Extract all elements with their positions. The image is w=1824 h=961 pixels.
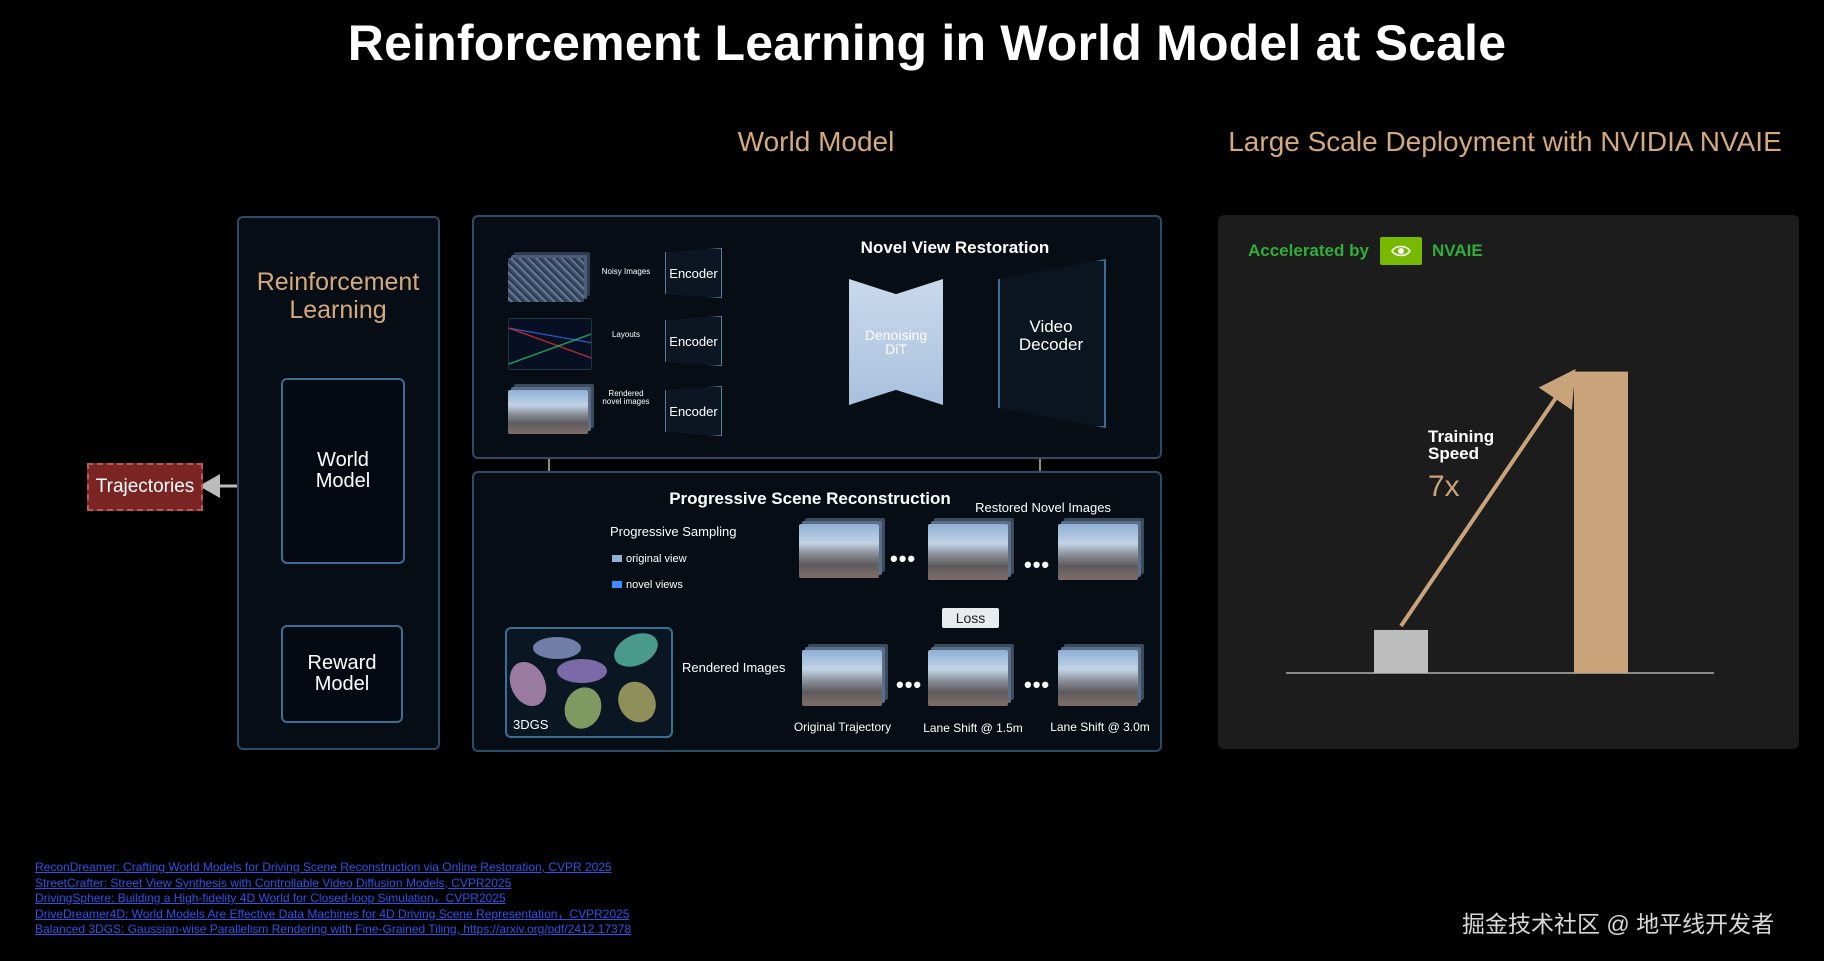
rendered-novel-thumb (508, 390, 588, 434)
caption-lane-shift-3-0m: Lane Shift @ 3.0m (1050, 720, 1150, 734)
training-speed-label: Training Speed (1428, 427, 1495, 463)
encoder-layouts: Encoder (665, 316, 722, 366)
gaussian-blob (557, 659, 607, 683)
nvidia-logo-icon (1380, 237, 1422, 265)
noisy-images-label: Noisy Images (601, 267, 651, 276)
reference-link[interactable]: DrivingSphere: Building a High-fidelity … (35, 891, 506, 905)
gaussian-splatting-box: 3DGS (505, 627, 673, 738)
reference-link[interactable]: DriveDreamer4D: World Models Are Effecti… (35, 906, 630, 921)
gaussian-blob (608, 629, 664, 674)
ellipsis: ••• (890, 546, 917, 571)
encoder-rendered: Encoder (665, 386, 722, 436)
gaussian-label: 3DGS (513, 717, 549, 732)
gaussian-blob (558, 682, 608, 734)
layouts-label: Layouts (611, 330, 641, 339)
ellipsis: ••• (896, 672, 923, 697)
rendered-image-1 (802, 650, 882, 706)
novel-views-icon (612, 581, 622, 588)
restored-image-2 (928, 524, 1008, 580)
references-list: ReconDreamer: Crafting World Models for … (35, 860, 631, 938)
trajectories-node: Trajectories (87, 463, 203, 511)
progressive-sampling-label: Progressive Sampling (610, 524, 737, 539)
reference-link[interactable]: ReconDreamer: Crafting World Models for … (35, 860, 612, 874)
ellipsis: ••• (1024, 672, 1051, 697)
reward-model-node: Reward Model (281, 625, 403, 723)
denoising-dit-block: Denoising DiT (849, 279, 943, 405)
original-view-icon (612, 555, 622, 562)
restored-image-1 (799, 524, 879, 578)
gaussian-blob (507, 655, 554, 713)
accelerated-by-label: Accelerated by (1248, 241, 1369, 260)
caption-lane-shift-1-5m: Lane Shift @ 1.5m (923, 721, 1023, 735)
loss-box: Loss (942, 608, 999, 628)
layouts-thumb (508, 318, 592, 370)
reference-link[interactable]: Balanced 3DGS: Gaussian-wise Parallelism… (35, 922, 632, 936)
psr-title: Progressive Scene Reconstruction (669, 489, 951, 508)
reference-link[interactable]: StreetCrafter: Street View Synthesis wit… (35, 875, 512, 890)
world-model-node: World Model (281, 378, 405, 564)
chart-bar (1374, 629, 1428, 673)
speedup-arrow (1399, 368, 1576, 628)
deployment-panel (1218, 215, 1799, 749)
restored-image-3 (1058, 524, 1138, 580)
encoder-noisy: Encoder (665, 248, 722, 298)
legend-original-view: original view (626, 553, 687, 565)
rendered-image-2 (928, 650, 1008, 706)
watermark: 掘金技术社区 @ 地平线开发者 (1462, 911, 1775, 937)
rendered-images-label: Rendered Images (682, 660, 786, 675)
section-title-world-model: World Model (737, 126, 895, 157)
rendered-novel-label: Rendered novel images (602, 389, 650, 406)
gaussian-blob (610, 674, 664, 730)
legend-novel-views: novel views (626, 579, 683, 591)
training-speed-chart (1286, 368, 1714, 674)
noisy-images-thumb (508, 258, 584, 302)
nvidia-eye-icon (1391, 245, 1411, 257)
restored-novel-images-label: Restored Novel Images (975, 500, 1111, 515)
nvaie-label: NVAIE (1432, 241, 1483, 260)
rl-panel-title: Reinforcement Learning (256, 268, 420, 324)
denoising-dit-label: Denoising DiT (864, 327, 928, 357)
nvr-title: Novel View Restoration (860, 238, 1050, 257)
video-decoder-label: Video Decoder (1018, 317, 1084, 354)
gaussian-blob (533, 637, 581, 659)
section-title-deployment: Large Scale Deployment with NVIDIA NVAIE (1228, 126, 1782, 157)
caption-original-trajectory: Original Trajectory (793, 720, 892, 734)
ellipsis: ••• (1024, 552, 1051, 577)
rendered-image-3 (1058, 650, 1138, 706)
page-title: Reinforcement Learning in World Model at… (347, 15, 1507, 71)
chart-bar (1574, 371, 1628, 673)
speedup-value: 7x (1428, 470, 1460, 503)
